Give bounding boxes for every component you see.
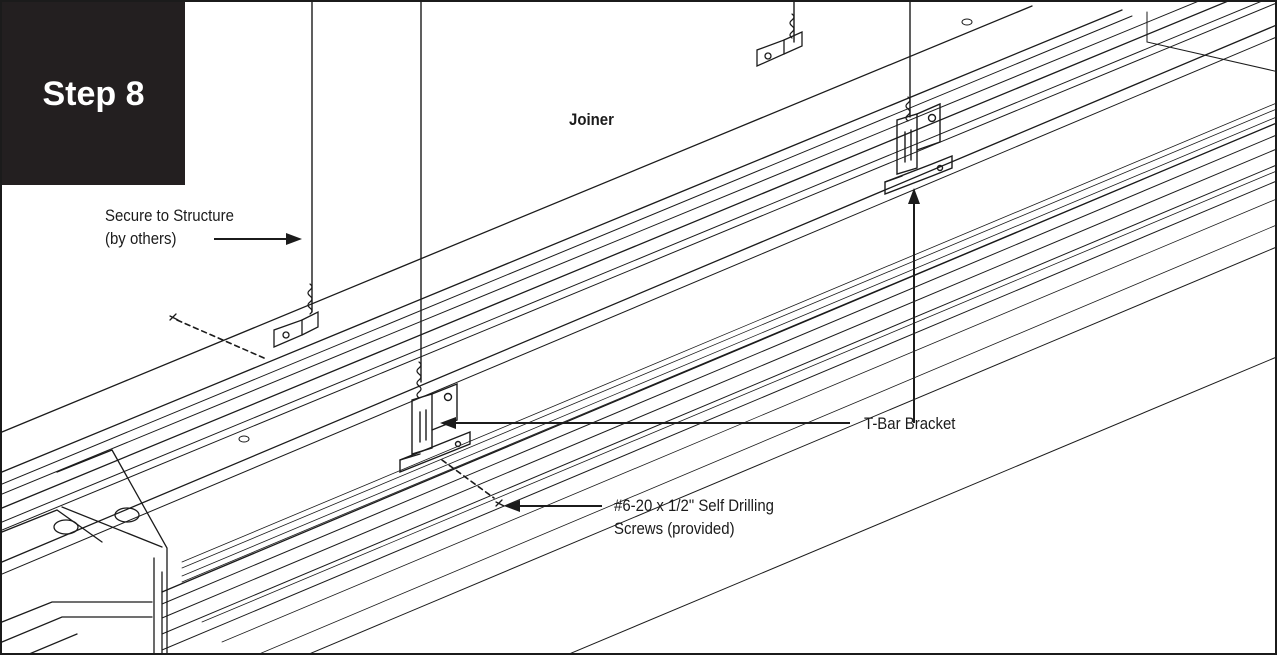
- hole-small-1: [238, 435, 250, 443]
- tbar-bracket-front: [399, 382, 471, 474]
- cable-twists: [307, 13, 911, 399]
- arrow-screws: [504, 500, 520, 512]
- tbar-bracket-label: T-Bar Bracket: [864, 414, 956, 433]
- joiner-bracket-right: [756, 30, 803, 68]
- right-end: [1146, 11, 1275, 72]
- arrow-tbar-rear: [908, 188, 920, 204]
- hole-large-2: [53, 519, 79, 535]
- screws-label-line1: #6-20 x 1/2" Self Drilling: [614, 496, 774, 515]
- suspension-cables: [311, 2, 911, 383]
- joiner-bracket-left: [273, 310, 319, 348]
- joiner-label: Joiner: [569, 110, 614, 129]
- secure-label-line2: (by others): [105, 229, 177, 248]
- tbar-bracket-rear: [884, 102, 953, 196]
- arrow-secure: [286, 233, 302, 245]
- step-title: Step 8: [2, 2, 185, 185]
- secure-label-line1: Secure to Structure: [105, 206, 234, 225]
- arrow-tbar-front: [440, 417, 456, 429]
- leader-arrows: [214, 188, 920, 512]
- end-box: [2, 601, 153, 653]
- lens-ribs: [181, 103, 1275, 653]
- hole-large-1: [114, 507, 140, 523]
- end-cap: [2, 449, 168, 653]
- screws-label-line2: Screws (provided): [614, 519, 735, 538]
- hole-small-2: [961, 18, 973, 26]
- screw-paths: [176, 319, 495, 499]
- screws: [169, 313, 505, 507]
